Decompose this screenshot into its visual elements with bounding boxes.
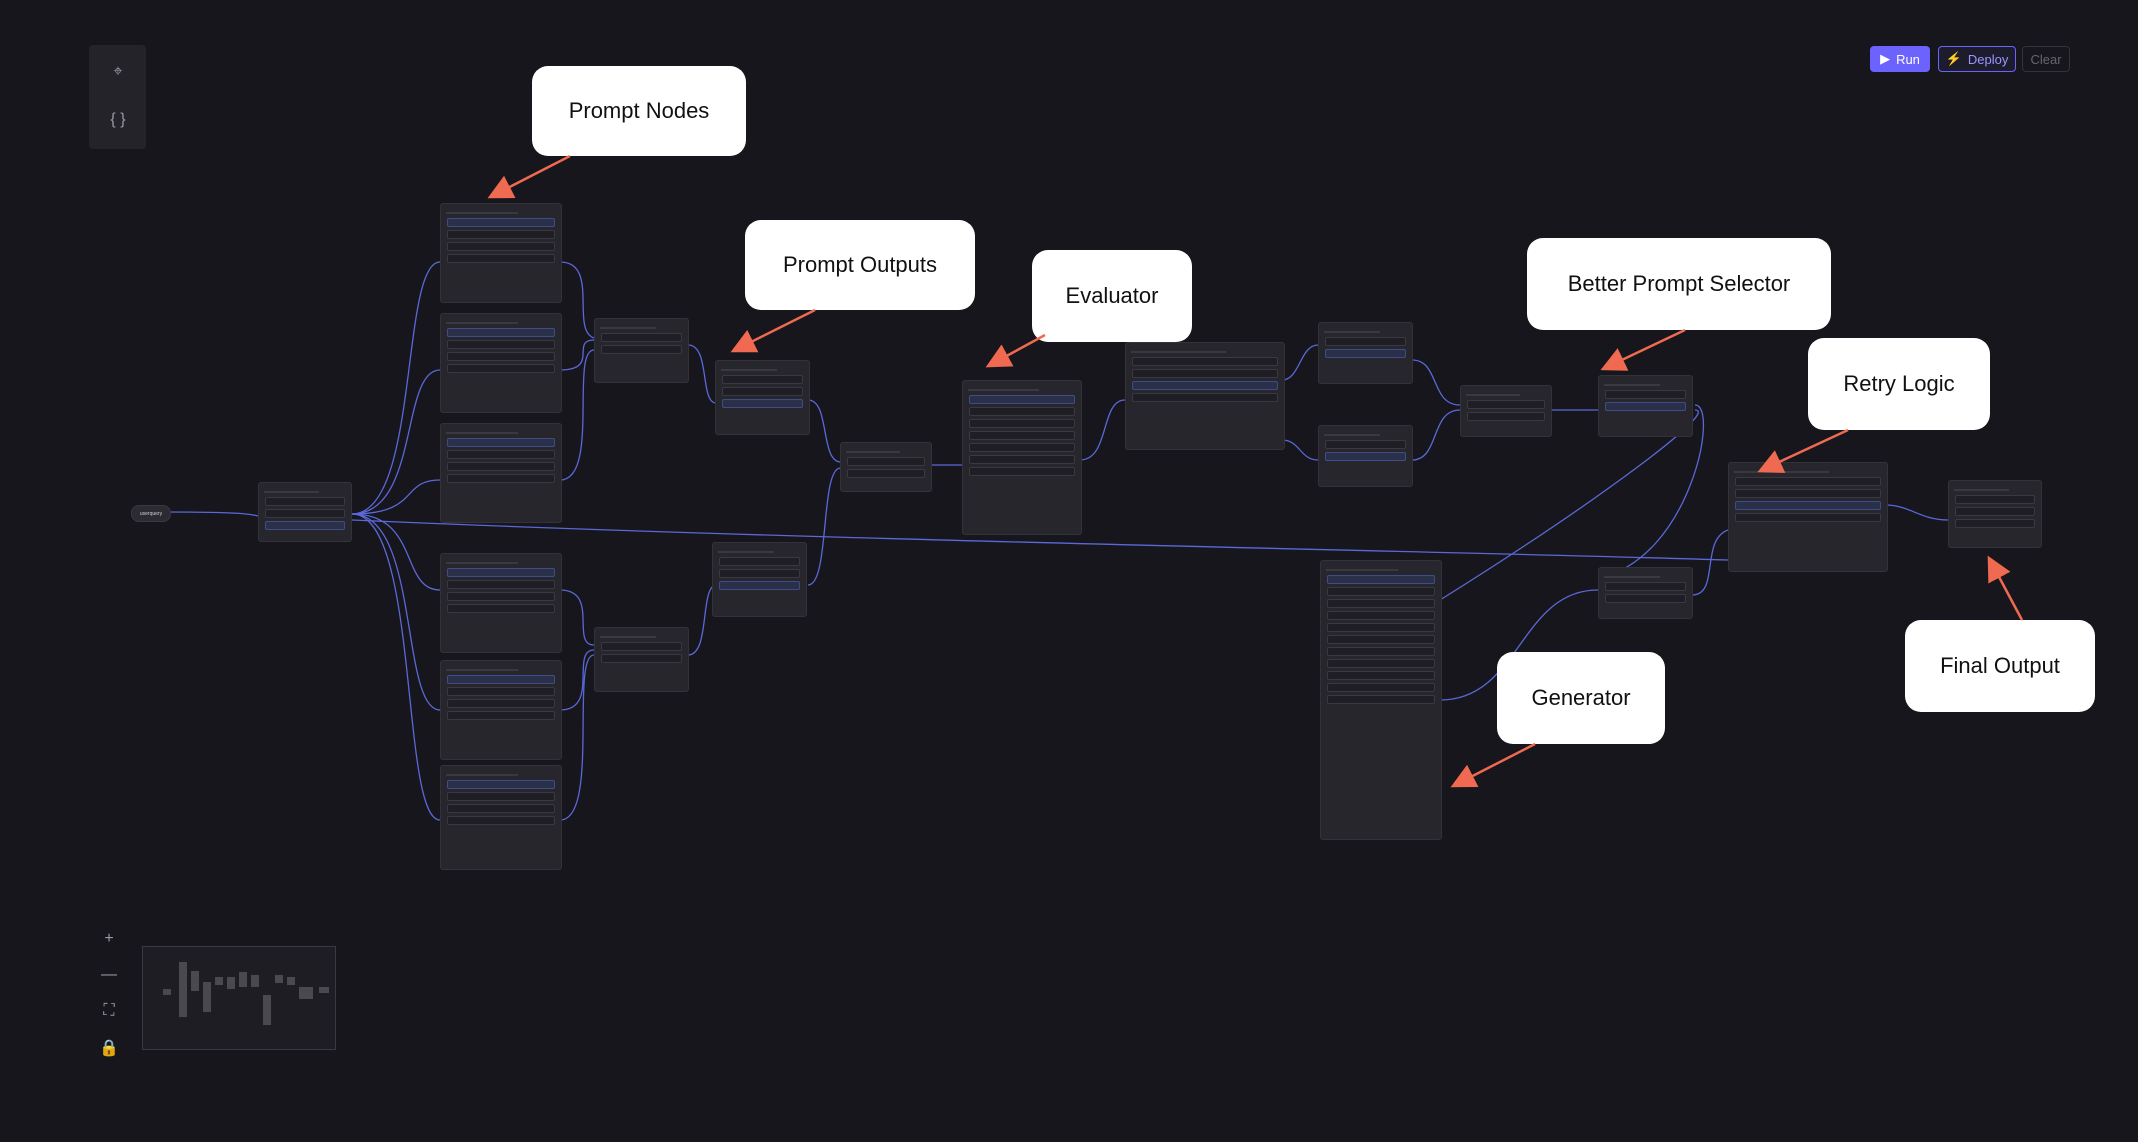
prompt-node-1[interactable] <box>440 203 562 303</box>
evaluator-node[interactable] <box>962 380 1082 535</box>
lock-icon[interactable]: 🔒 <box>99 1040 119 1057</box>
input-node[interactable] <box>258 482 352 542</box>
prompt-node-5[interactable] <box>440 660 562 760</box>
prompt-output-node-2[interactable] <box>712 542 807 617</box>
input-pill-label: userquery <box>139 510 163 517</box>
merge-prompt-node-1[interactable] <box>594 318 689 383</box>
prompt-node-3[interactable] <box>440 423 562 523</box>
focus-icon[interactable]: ⌖ <box>113 63 123 80</box>
clear-label: Clear <box>2030 51 2062 67</box>
canvas-toolbar: ⌖ { } <box>89 45 146 149</box>
lightning-icon: ⚡ <box>1945 51 1962 66</box>
better-prompt-selector-node[interactable] <box>1598 375 1693 437</box>
minimap[interactable] <box>142 946 336 1050</box>
callout-final-output: Final Output <box>1905 620 2095 712</box>
input-node-pill[interactable]: userquery <box>131 505 171 522</box>
prompt-node-4[interactable] <box>440 553 562 653</box>
merge-node[interactable] <box>1460 385 1552 437</box>
merge-prompt-node-2[interactable] <box>594 627 689 692</box>
conditional-node[interactable] <box>1125 342 1285 450</box>
deploy-button[interactable]: ⚡ Deploy <box>1938 46 2016 72</box>
retry-merge-node[interactable] <box>1598 567 1693 619</box>
run-label: Run <box>1896 51 1920 67</box>
deploy-label: Deploy <box>1967 51 2009 67</box>
run-button[interactable]: ▶ Run <box>1870 46 1930 72</box>
prompt-node-6[interactable] <box>440 765 562 870</box>
zoom-in-button[interactable]: + <box>104 930 114 947</box>
code-braces-icon[interactable]: { } <box>110 111 126 128</box>
zoom-controls: + — ⛶ 🔒 <box>89 920 129 1070</box>
play-icon: ▶ <box>1880 51 1891 66</box>
callout-prompt-nodes: Prompt Nodes <box>532 66 746 156</box>
callout-prompt-outputs: Prompt Outputs <box>745 220 975 310</box>
retry-logic-node[interactable] <box>1728 462 1888 572</box>
prompt-variant-node-b[interactable] <box>1318 425 1413 487</box>
zoom-out-button[interactable]: — <box>101 966 117 983</box>
callout-generator: Generator <box>1497 652 1665 744</box>
prompt-output-node-1[interactable] <box>715 360 810 435</box>
prompt-variant-node-a[interactable] <box>1318 322 1413 384</box>
prompt-node-2[interactable] <box>440 313 562 413</box>
callout-retry-logic: Retry Logic <box>1808 338 1990 430</box>
generator-node[interactable] <box>1320 560 1442 840</box>
callout-better-prompt-selector: Better Prompt Selector <box>1527 238 1831 330</box>
callout-evaluator: Evaluator <box>1032 250 1192 342</box>
final-output-node[interactable] <box>1948 480 2042 548</box>
clear-button[interactable]: Clear <box>2022 46 2070 72</box>
fit-view-button[interactable]: ⛶ <box>103 1002 115 1019</box>
merge-outputs-node[interactable] <box>840 442 932 492</box>
